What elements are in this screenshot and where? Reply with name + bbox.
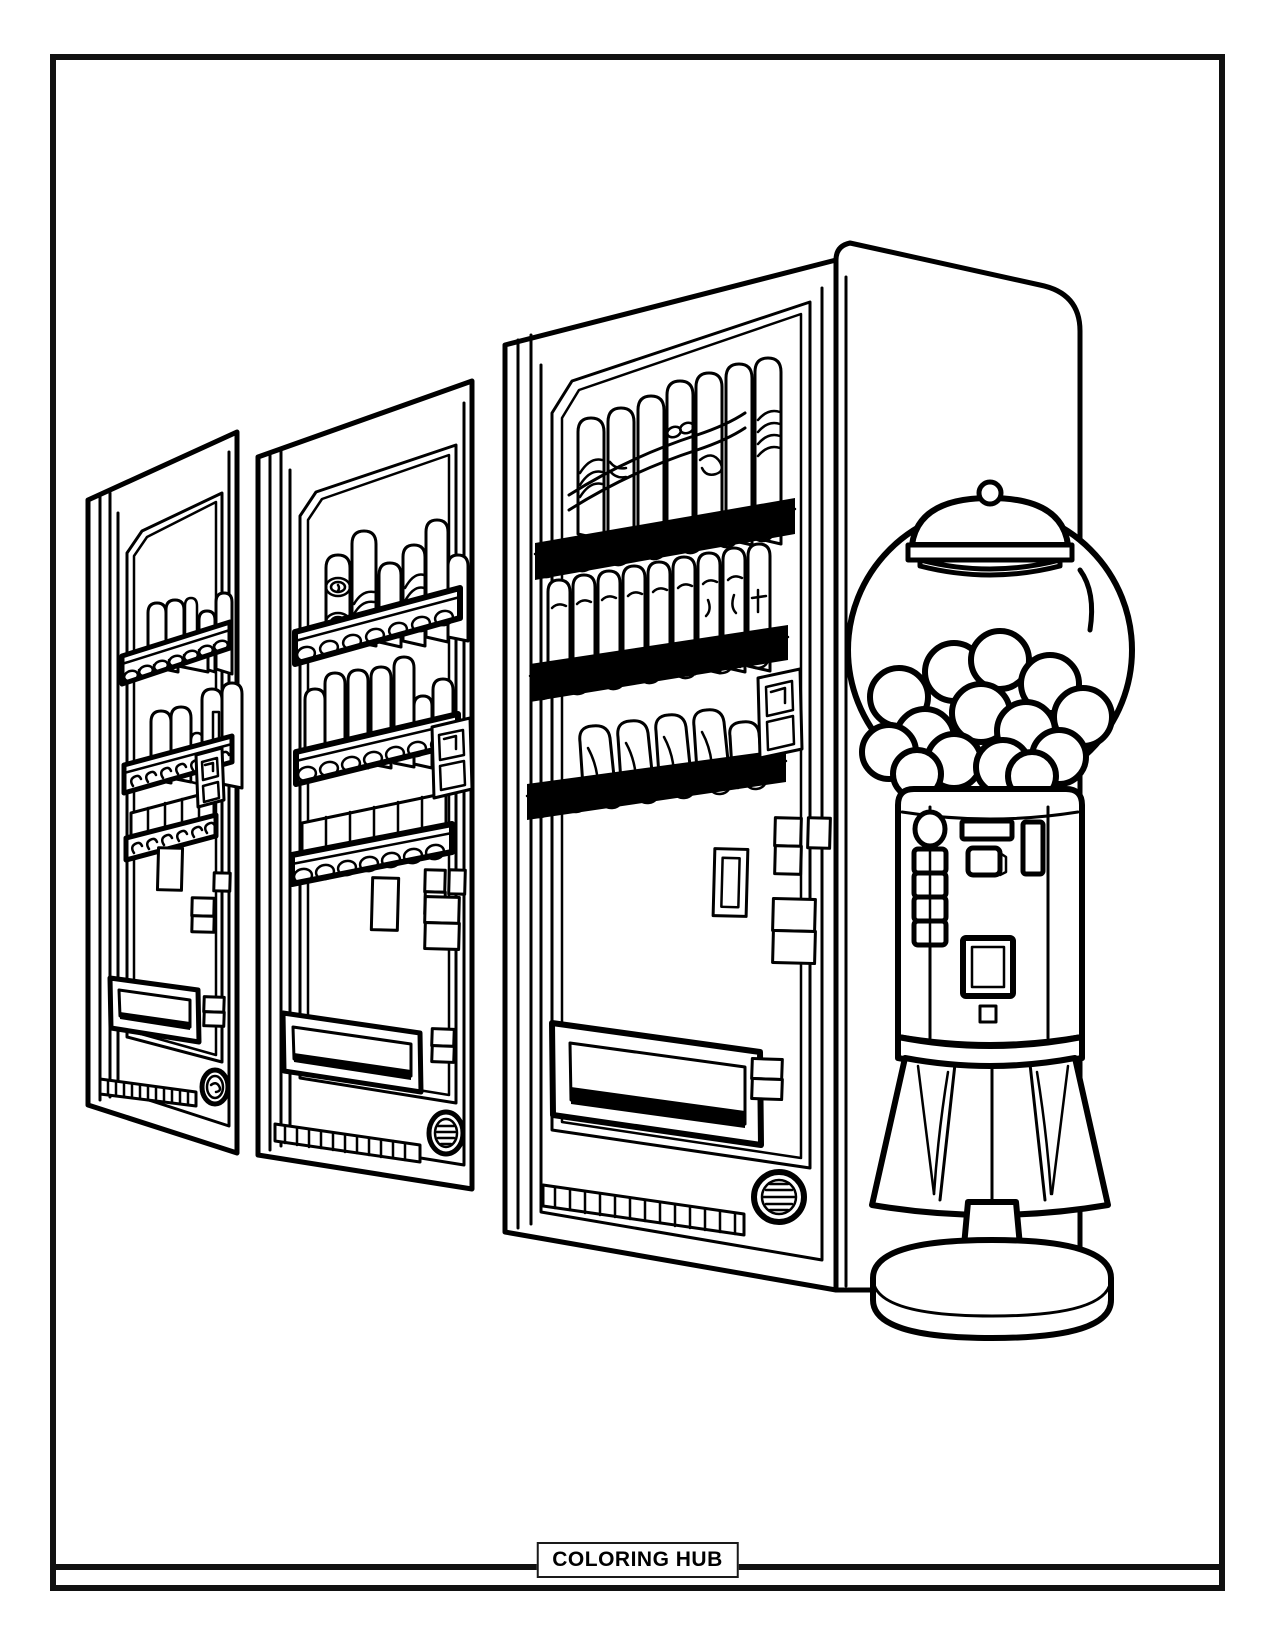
gumball-lid[interactable]: [905, 479, 1075, 578]
footer-brand-badge: COLORING HUB: [536, 1542, 739, 1578]
shelf-right-3: [525, 708, 788, 820]
card-reader-left[interactable]: [194, 746, 226, 809]
shelf-left-3: [123, 789, 219, 863]
shelf-left-1: [119, 591, 234, 687]
pedestal-base: [870, 1237, 1114, 1341]
card-reader-right[interactable]: [756, 667, 804, 760]
dispenser-door[interactable]: [960, 935, 1016, 999]
page-border: [50, 54, 1225, 1591]
footer-brand-label: COLORING HUB: [552, 1548, 723, 1571]
lock-dial-left[interactable]: [199, 1067, 231, 1107]
vent-grille-middle: [273, 1122, 422, 1164]
turn-knob[interactable]: [965, 845, 1008, 878]
controls-left[interactable]: [155, 846, 232, 934]
vent-grille-left: [98, 1077, 198, 1108]
vending-machine-middle[interactable]: [255, 378, 475, 1192]
shelf-right-1: [533, 356, 797, 580]
controls-middle[interactable]: [369, 868, 467, 951]
lock-dial-middle[interactable]: [426, 1109, 466, 1157]
coin-return-right[interactable]: [1020, 819, 1046, 877]
delivery-tray-left[interactable]: [107, 975, 202, 1045]
vent-grille-right: [541, 1183, 746, 1237]
coin-slot-plate[interactable]: [959, 818, 1015, 842]
delivery-tray-right[interactable]: [549, 1020, 764, 1148]
shelf-middle-1: [292, 518, 470, 667]
gumball-skirt: [869, 1034, 1111, 1218]
speaker-grille-right[interactable]: [751, 1169, 807, 1225]
card-reader-middle[interactable]: [430, 716, 474, 800]
coin-slot-column[interactable]: [911, 809, 949, 948]
shelf-right-2: [528, 542, 790, 702]
controls-right[interactable]: [711, 816, 832, 966]
gumball-machine[interactable]: [845, 479, 1135, 1341]
delivery-tray-middle[interactable]: [280, 1010, 424, 1095]
gumballs: [859, 628, 1115, 803]
vending-machine-left[interactable]: [85, 429, 244, 1156]
shelf-middle-3: [289, 791, 455, 887]
